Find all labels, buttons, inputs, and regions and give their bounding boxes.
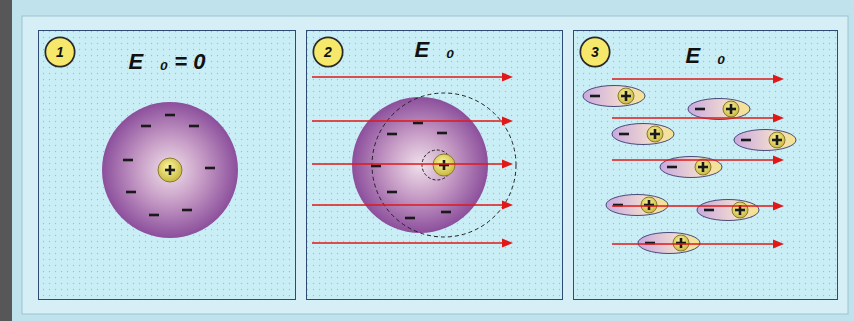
atom <box>102 102 238 238</box>
minus-sign <box>126 192 136 193</box>
minus-sign <box>149 215 159 216</box>
electron-cloud <box>102 102 238 238</box>
field-label: E⃗₀ <box>415 37 455 62</box>
field-line <box>612 243 775 245</box>
field-line <box>312 242 504 244</box>
nucleus <box>433 154 455 176</box>
dipole <box>697 200 759 221</box>
field-line <box>612 78 775 80</box>
dipole <box>638 233 700 254</box>
panel-ground <box>573 30 838 300</box>
field-line <box>612 205 775 207</box>
plus-sign <box>439 160 449 170</box>
field-line <box>312 120 504 122</box>
dipole <box>734 130 796 151</box>
plus-sign <box>165 165 175 175</box>
field-label-row: E⃗₀ <box>307 37 562 63</box>
dashed-outline <box>372 93 516 237</box>
field-line <box>612 117 775 119</box>
dipole <box>688 99 750 120</box>
minus-sign <box>371 166 381 167</box>
number-circle: 3 <box>579 36 611 68</box>
panel-ground <box>306 30 563 300</box>
minus-sign <box>387 134 397 135</box>
minus-sign <box>413 123 423 124</box>
arrowhead <box>773 75 784 84</box>
field-line <box>312 204 504 206</box>
field-label-row: E⃗₀ <box>574 43 837 69</box>
number-circle: 1 <box>44 36 76 68</box>
panel: E⃗₀ 3 <box>573 30 838 300</box>
field-line <box>312 76 504 78</box>
arrowhead <box>773 240 784 249</box>
panel-number: 2 <box>312 45 344 59</box>
number-circle: 2 <box>312 36 344 68</box>
field-lines <box>312 73 513 248</box>
minus-sign <box>205 168 215 169</box>
arrowhead <box>502 73 513 82</box>
minus-sign <box>441 212 451 213</box>
panel-ground <box>38 30 296 300</box>
panel-number: 3 <box>579 45 611 59</box>
frame <box>22 16 848 314</box>
field-label-row: E⃗₀ = 0 <box>39 49 295 75</box>
field-label: E⃗₀ = 0 <box>128 49 205 74</box>
dipole <box>583 86 645 107</box>
minus-sign <box>123 160 133 161</box>
minus-sign <box>437 133 447 134</box>
electron-cloud <box>352 97 488 233</box>
minus-sign <box>387 192 397 193</box>
field-lines <box>612 75 784 249</box>
field-label: E⃗₀ <box>686 43 726 68</box>
side-band <box>0 0 12 321</box>
arrowhead <box>502 201 513 210</box>
dipoles <box>583 86 796 254</box>
arrowhead <box>502 160 513 169</box>
minus-sign <box>405 218 415 219</box>
nucleus <box>158 158 182 182</box>
minus-sign <box>182 210 192 211</box>
arrowhead <box>502 117 513 126</box>
field-line <box>312 163 504 165</box>
arrowhead <box>502 239 513 248</box>
minus-sign <box>189 126 199 127</box>
field-line <box>612 159 775 161</box>
polarized-atom <box>352 93 516 237</box>
dipole <box>612 124 674 145</box>
arrowhead <box>773 114 784 123</box>
panel: E⃗₀ = 0 1 <box>38 30 296 300</box>
dipole <box>606 195 668 216</box>
arrowhead <box>773 202 784 211</box>
arrowhead <box>773 156 784 165</box>
panel-number: 1 <box>44 45 76 59</box>
minus-sign <box>165 115 175 116</box>
panel: E⃗₀ 2 <box>306 30 563 300</box>
minus-sign <box>141 126 151 127</box>
